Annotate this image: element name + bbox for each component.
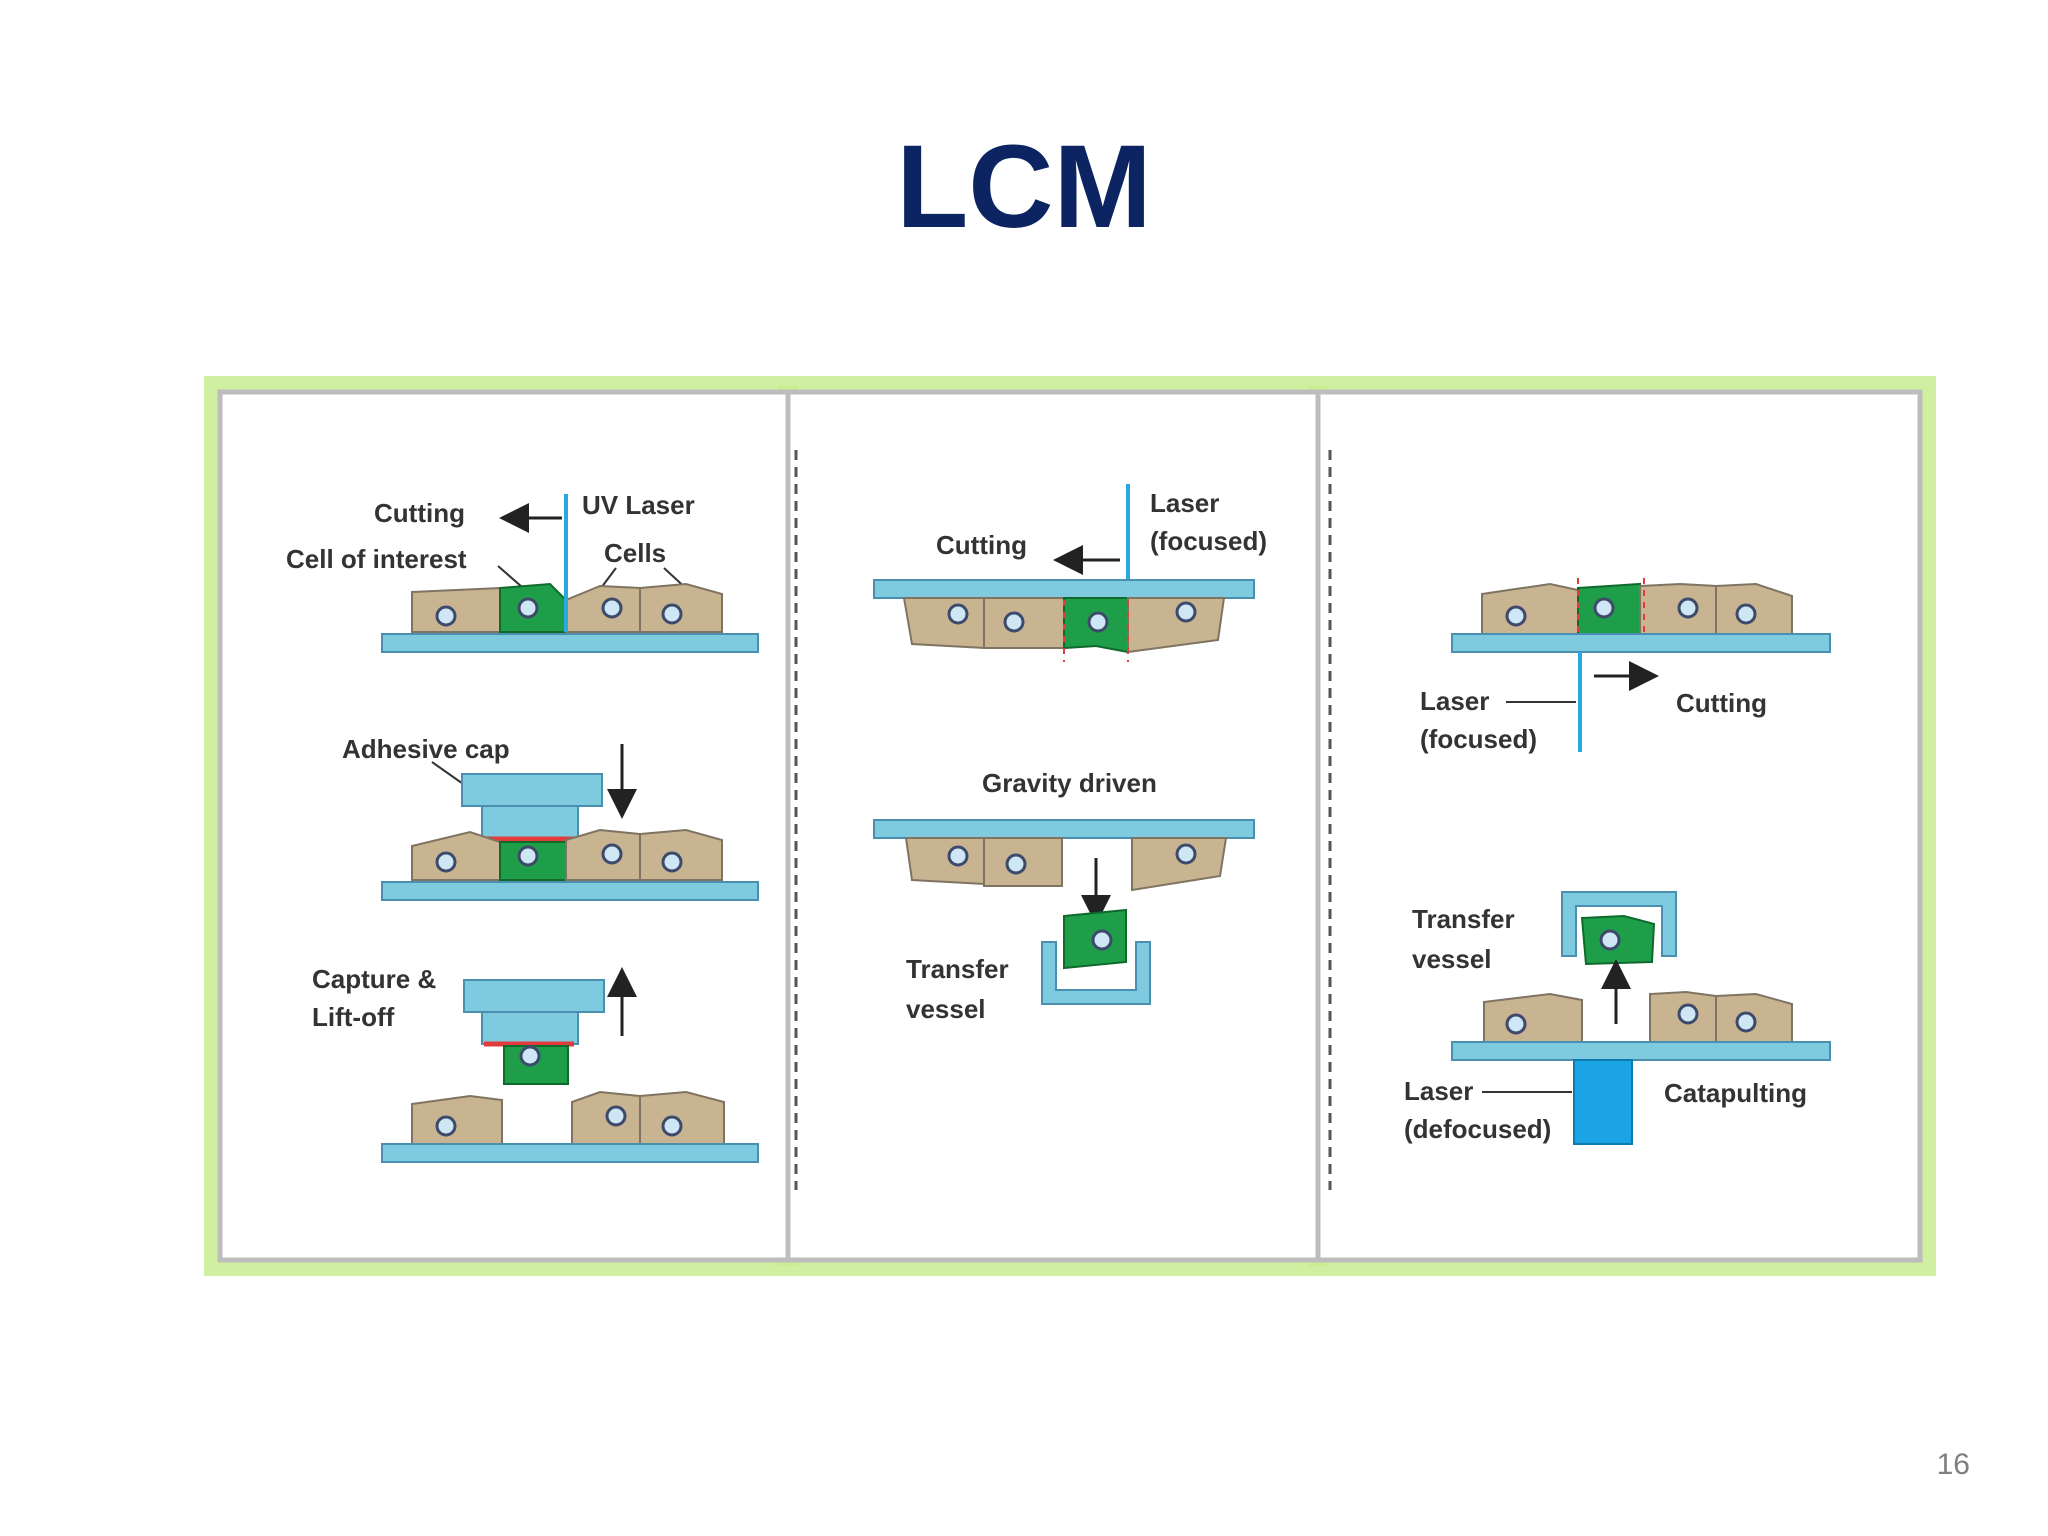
transfer-vessel — [1041, 941, 1151, 1005]
glass-slide — [381, 633, 759, 653]
defocused-laser-beam — [1573, 1059, 1633, 1145]
glass-slide — [1451, 633, 1831, 653]
nucleus — [1003, 611, 1025, 633]
label-cell-of-interest: Cell of interest — [286, 544, 467, 574]
label-vessel: vessel — [906, 994, 986, 1024]
nucleus — [517, 845, 539, 867]
label-capture: Capture & — [312, 964, 436, 994]
label-adhesive-cap: Adhesive cap — [342, 734, 510, 764]
glass-slide — [381, 881, 759, 901]
cell — [1481, 582, 1579, 635]
nucleus — [1599, 929, 1621, 951]
panel-glow-left — [204, 376, 1936, 1276]
label-laser-defocused: (defocused) — [1404, 1114, 1551, 1144]
nucleus — [1175, 601, 1197, 623]
nucleus — [1677, 597, 1699, 619]
slide-title: LCM — [896, 121, 1152, 253]
glass-slide — [873, 819, 1255, 839]
nucleus — [605, 1105, 627, 1127]
label-laser-focused: (focused) — [1420, 724, 1537, 754]
cell — [639, 828, 723, 881]
cell — [902, 597, 985, 650]
glass-slide — [873, 579, 1255, 599]
cell — [1131, 837, 1228, 892]
glass-slide — [1451, 1041, 1831, 1061]
cell — [1127, 597, 1226, 654]
nucleus — [1005, 853, 1027, 875]
cell — [904, 837, 985, 886]
nucleus — [1175, 843, 1197, 865]
transfer-vessel — [1561, 891, 1677, 957]
glass-slide — [381, 1143, 759, 1163]
label-transfer: Transfer — [906, 954, 1009, 984]
nucleus — [947, 845, 969, 867]
cell — [411, 1094, 503, 1145]
nucleus — [661, 851, 683, 873]
adhesive-cap-stem — [481, 1011, 579, 1045]
label-laser: Laser — [1150, 488, 1219, 518]
label-laser-focused: (focused) — [1150, 526, 1267, 556]
label-cells: Cells — [604, 538, 666, 568]
adhesive-cap — [463, 979, 605, 1013]
panel-catapulting: Laser (focused) Cutting Transfer vessel … — [1404, 578, 1831, 1145]
leader-adhesive-cap — [431, 761, 467, 787]
nucleus — [661, 1115, 683, 1137]
label-cutting: Cutting — [374, 498, 465, 528]
label-laser-defocused-top: Laser — [1404, 1076, 1473, 1106]
nucleus — [517, 597, 539, 619]
nucleus — [1677, 1003, 1699, 1025]
label-cutting: Cutting — [936, 530, 1027, 560]
label-lift-off: Lift-off — [312, 1002, 395, 1032]
nucleus — [1087, 611, 1109, 633]
adhesive-cap — [461, 773, 603, 807]
nucleus — [1505, 1013, 1527, 1035]
label-catapulting: Catapulting — [1664, 1078, 1807, 1108]
adhesive-cap-stem — [481, 805, 579, 839]
nucleus — [435, 851, 457, 873]
label-cutting: Cutting — [1676, 688, 1767, 718]
nucleus — [1593, 597, 1615, 619]
panel-uv-laser-capture: Cutting UV Laser Cell of interest Cells … — [286, 490, 759, 1163]
nucleus — [947, 603, 969, 625]
nucleus — [435, 1115, 457, 1137]
nucleus — [1505, 605, 1527, 627]
cell — [639, 582, 723, 633]
nucleus — [601, 843, 623, 865]
cell — [411, 586, 501, 633]
cell — [639, 1090, 725, 1145]
label-uv-laser: UV Laser — [582, 490, 695, 520]
nucleus — [1091, 929, 1113, 951]
page-number: 16 — [1936, 1448, 1970, 1481]
nucleus — [1735, 603, 1757, 625]
label-transfer: Transfer — [1412, 904, 1515, 934]
label-vessel: vessel — [1412, 944, 1492, 974]
cell — [1483, 992, 1583, 1043]
nucleus — [661, 603, 683, 625]
nucleus — [1735, 1011, 1757, 1033]
label-gravity-driven: Gravity driven — [982, 768, 1157, 798]
nucleus — [435, 605, 457, 627]
nucleus — [519, 1045, 541, 1067]
label-laser: Laser — [1420, 686, 1489, 716]
nucleus — [601, 597, 623, 619]
panel-gravity-driven: Cutting Laser (focused) Gravity driven T… — [873, 484, 1267, 1024]
